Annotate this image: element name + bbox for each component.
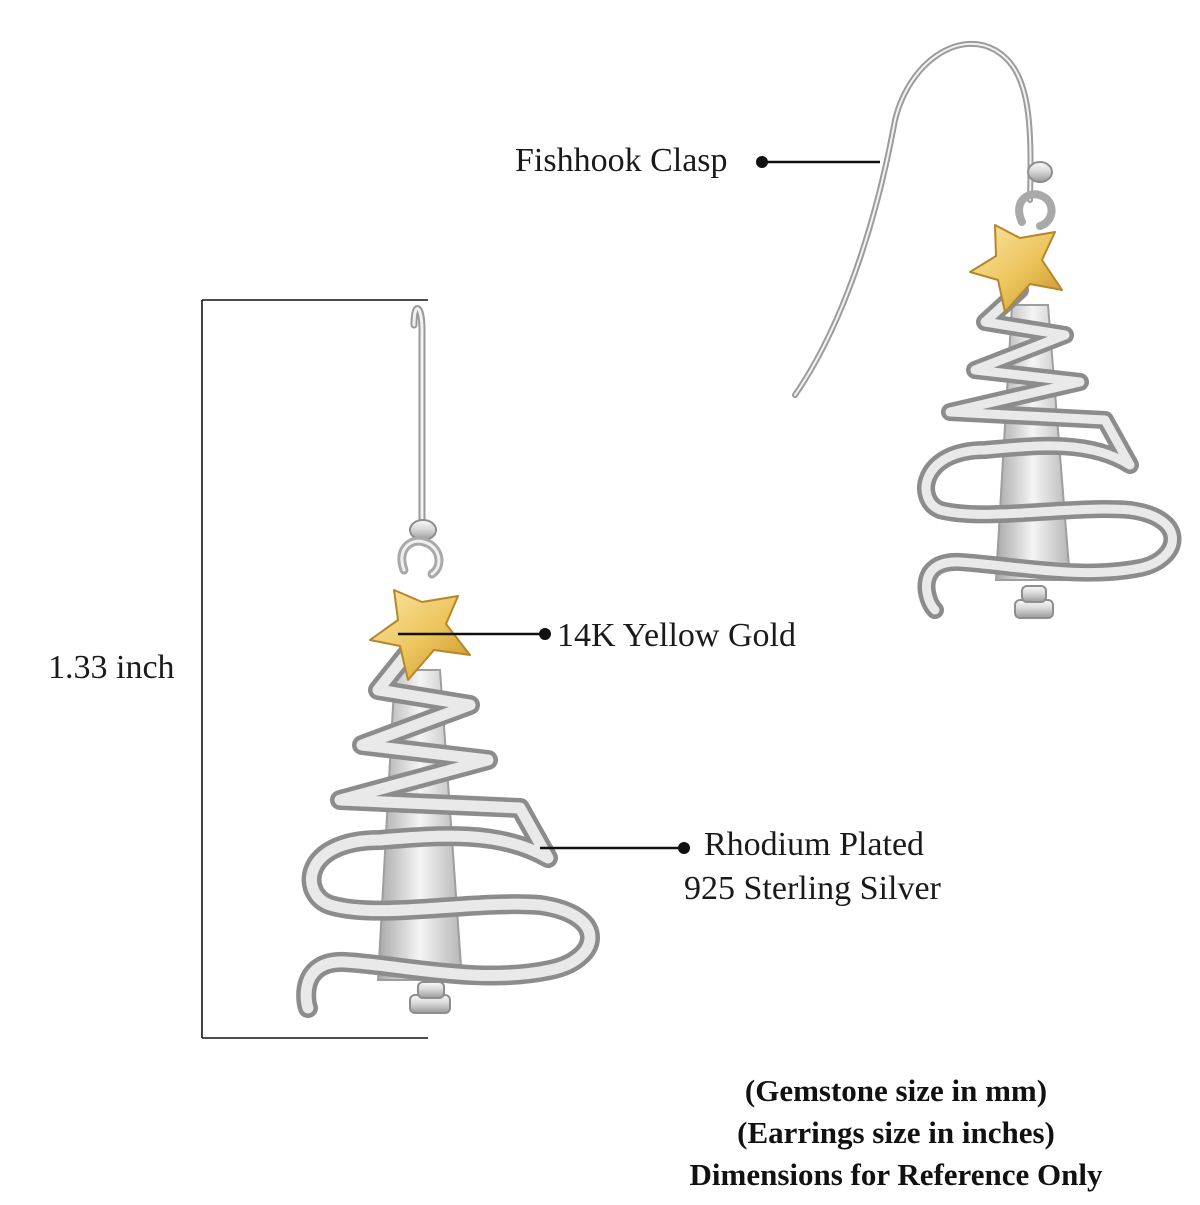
earring-back bbox=[792, 40, 1182, 619]
label-sterling-silver: 925 Sterling Silver bbox=[684, 870, 941, 907]
star-back bbox=[969, 224, 1063, 313]
callout-dot-gold bbox=[539, 628, 551, 640]
label-rhodium-plated: Rhodium Plated bbox=[704, 826, 925, 863]
callouts bbox=[398, 156, 880, 854]
label-yellow-gold: 14K Yellow Gold bbox=[557, 617, 796, 654]
label-height-dimension: 1.33 inch bbox=[48, 649, 175, 686]
label-fishhook-clasp: Fishhook Clasp bbox=[515, 142, 728, 179]
height-dimension-bracket bbox=[201, 299, 428, 1039]
size-notes: (Gemstone size in mm) (Earrings size in … bbox=[596, 1070, 1196, 1196]
callout-dot-rhodium bbox=[678, 842, 690, 854]
callout-dot-fishhook bbox=[756, 156, 768, 168]
earring-front bbox=[296, 305, 600, 1018]
note-gemstone-size: (Gemstone size in mm) bbox=[744, 1073, 1048, 1108]
note-earrings-size: (Earrings size in inches) bbox=[737, 1115, 1055, 1150]
note-reference-only: Dimensions for Reference Only bbox=[689, 1157, 1103, 1192]
hook-wire-back bbox=[792, 40, 1034, 398]
